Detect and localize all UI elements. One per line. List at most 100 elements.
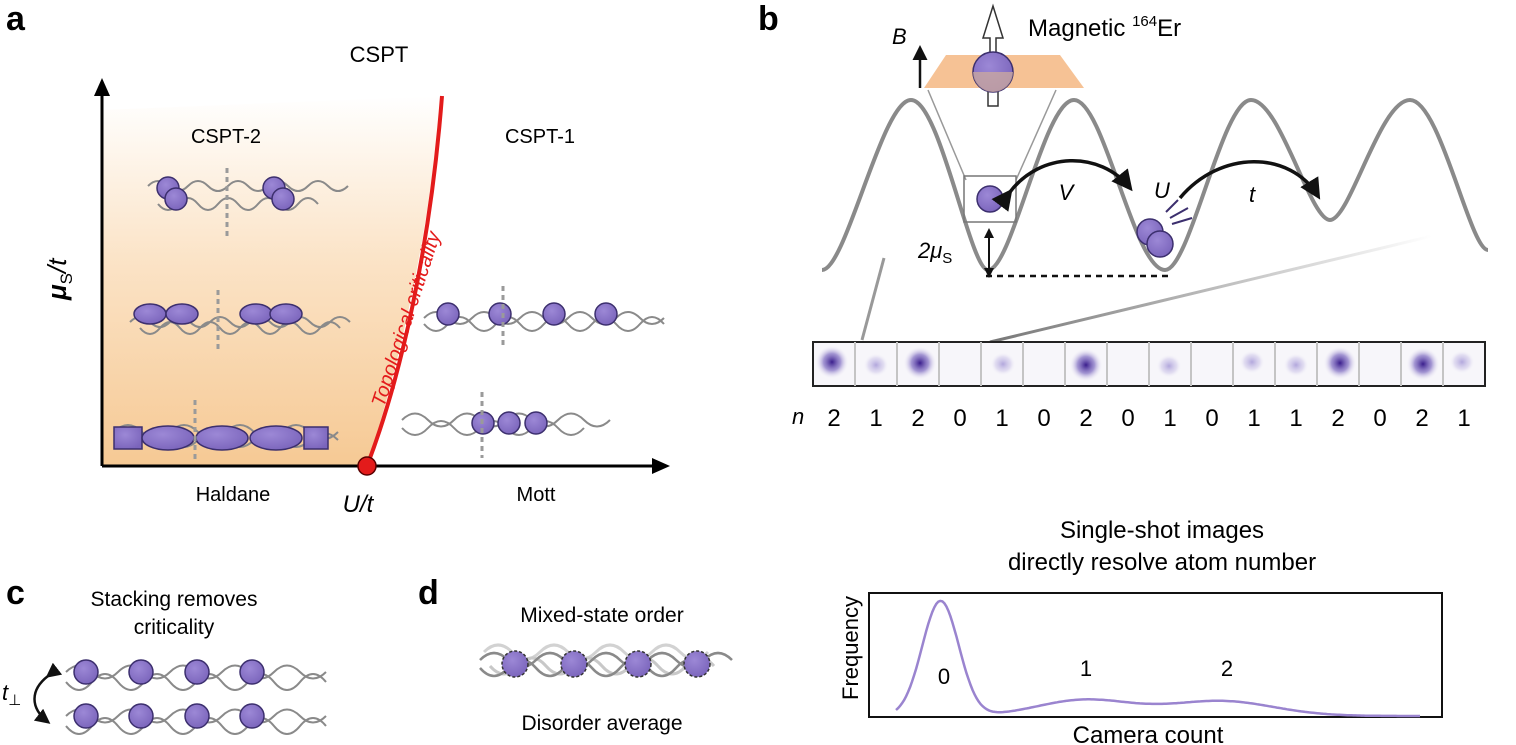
atom bbox=[239, 659, 265, 685]
atom bbox=[128, 659, 154, 685]
histogram-x-label: Camera count bbox=[1073, 722, 1224, 745]
b-field-label: B bbox=[892, 24, 907, 49]
atom bbox=[164, 187, 188, 211]
atom bbox=[184, 659, 210, 685]
peak-label: 2 bbox=[1221, 656, 1233, 681]
mott-label: Mott bbox=[517, 484, 556, 506]
atom bbox=[73, 659, 99, 685]
atom bbox=[269, 303, 303, 325]
panel-a: CSPT CSPT-2 CSPT-1 Topological criticali… bbox=[42, 42, 670, 518]
single-shot-image-strip bbox=[812, 341, 1486, 387]
occupation-value: 1 bbox=[995, 405, 1008, 432]
panel-c: Stacking removes criticality t⊥ bbox=[2, 588, 327, 735]
occupation-value: 2 bbox=[827, 405, 840, 432]
lattice-potential bbox=[423, 316, 665, 332]
panel-c-title-line2: criticality bbox=[134, 616, 215, 639]
occupation-value: 2 bbox=[1331, 405, 1344, 432]
panel-label-c: c bbox=[6, 574, 25, 612]
zoom-line bbox=[989, 234, 1433, 344]
atom bbox=[165, 303, 199, 325]
atom-fluorescence-spot bbox=[1069, 348, 1103, 382]
zoom-line bbox=[1015, 89, 1057, 181]
occupation-value: 1 bbox=[1289, 405, 1302, 432]
peak-labels: 0 1 2 bbox=[938, 656, 1233, 689]
cspt1-row-middle bbox=[423, 286, 665, 348]
occupation-value: 1 bbox=[869, 405, 882, 432]
atom bbox=[594, 302, 618, 326]
occupation-label: n bbox=[792, 404, 804, 429]
occupation-value: 2 bbox=[1415, 405, 1428, 432]
critical-point bbox=[357, 456, 377, 476]
panel-label-d: d bbox=[418, 574, 439, 612]
cspt2-row-bottom bbox=[113, 400, 339, 462]
atom-fluorescence-spot bbox=[990, 352, 1016, 376]
phase-label-cspt1: CSPT-1 bbox=[505, 126, 575, 148]
atom bbox=[560, 650, 588, 678]
panel-c-title-line1: Stacking removes bbox=[91, 588, 258, 611]
atom bbox=[113, 426, 143, 450]
y-axis-arrowhead bbox=[94, 78, 110, 96]
atom-fluorescence-spot bbox=[1283, 353, 1309, 377]
cspt2-row-top bbox=[147, 168, 349, 236]
topological-critical-line bbox=[365, 95, 444, 467]
histogram-y-label: Frequency bbox=[838, 596, 863, 700]
optical-lattice bbox=[821, 97, 1489, 273]
occupation-value: 2 bbox=[1079, 405, 1092, 432]
haldane-label: Haldane bbox=[196, 484, 271, 506]
interlayer-tunneling-arrow bbox=[33, 662, 63, 724]
x-axis-label: U/t bbox=[343, 491, 375, 518]
atom bbox=[303, 426, 329, 450]
atom-species-label: Magnetic 164Er bbox=[1028, 13, 1181, 42]
panel-a-title: CSPT bbox=[350, 42, 409, 67]
atom bbox=[271, 187, 295, 211]
atom-fluorescence-spot bbox=[1449, 350, 1475, 374]
offset-arrowhead-top bbox=[984, 228, 994, 238]
peak-label: 1 bbox=[1080, 656, 1092, 681]
atom bbox=[239, 703, 265, 729]
atom bbox=[624, 650, 652, 678]
atom bbox=[128, 703, 154, 729]
atom bbox=[524, 411, 548, 435]
histogram-title-line2: directly resolve atom number bbox=[1008, 549, 1316, 576]
zoom-line bbox=[860, 257, 886, 341]
peak-label: 0 bbox=[938, 664, 950, 689]
v-label: V bbox=[1059, 180, 1076, 205]
disorder-average-label: Disorder average bbox=[521, 712, 682, 735]
zoom-line bbox=[927, 89, 967, 181]
panel-d: Mixed-state order Disorder average bbox=[479, 604, 733, 735]
panel-label-a: a bbox=[6, 0, 26, 38]
occupation-value: 0 bbox=[1121, 405, 1134, 432]
atom-fluorescence-spot bbox=[903, 346, 937, 380]
atom bbox=[436, 302, 460, 326]
atom bbox=[976, 185, 1004, 213]
histogram-panel: Single-shot images directly resolve atom… bbox=[838, 517, 1443, 745]
histogram-title-line1: Single-shot images bbox=[1060, 517, 1264, 544]
atom bbox=[497, 411, 521, 435]
t-label: t bbox=[1249, 182, 1256, 207]
atom bbox=[141, 425, 195, 451]
atom bbox=[542, 302, 566, 326]
atom bbox=[249, 425, 303, 451]
occupation-value: 0 bbox=[953, 405, 966, 432]
mixed-state-label: Mixed-state order bbox=[520, 604, 683, 627]
tperp-label: t⊥ bbox=[2, 680, 21, 709]
nn-interaction-arrow bbox=[991, 159, 1133, 212]
atom bbox=[184, 703, 210, 729]
histogram-frame bbox=[868, 592, 1443, 718]
offset-label: 2μS bbox=[917, 238, 952, 267]
atom-fluorescence-spot bbox=[1239, 350, 1265, 374]
cspt2-shaded-region bbox=[102, 96, 442, 466]
atom bbox=[73, 703, 99, 729]
atom-fluorescence-spot bbox=[863, 353, 889, 377]
occupation-value: 1 bbox=[1247, 405, 1260, 432]
y-axis-label: μS/t bbox=[42, 257, 76, 301]
atom bbox=[1146, 230, 1174, 258]
occupation-value: 2 bbox=[911, 405, 924, 432]
offset-arrowhead-bottom bbox=[984, 268, 994, 278]
atom-fluorescence-spot bbox=[815, 345, 849, 379]
phase-label-cspt2: CSPT-2 bbox=[191, 126, 261, 148]
panel-b: B Magnetic 164Er V U t 2μS bbox=[792, 3, 1489, 432]
atom-fluorescence-spot bbox=[1323, 346, 1357, 380]
